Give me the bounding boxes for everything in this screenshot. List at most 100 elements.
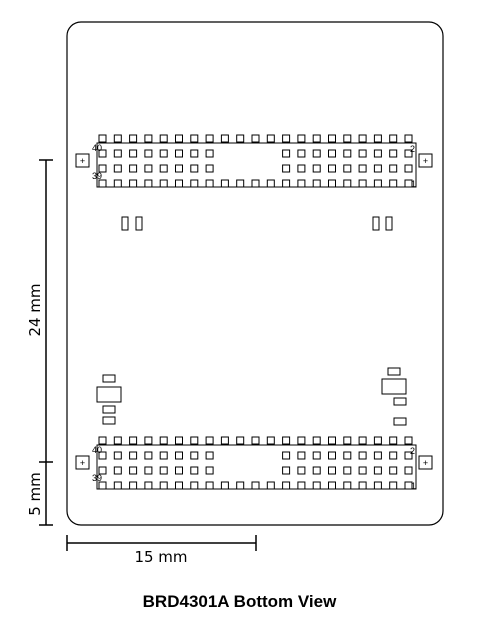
connector-pad [113, 436, 122, 445]
connector-pad [144, 179, 153, 188]
connector-pad [113, 134, 122, 143]
connector-pad [266, 179, 275, 188]
dim-24mm-label: 24 mm [26, 283, 44, 336]
connector-pad [175, 149, 183, 158]
connector-pad [282, 466, 291, 475]
pin-label-1: 1 [411, 179, 416, 189]
connector-pad [404, 179, 413, 188]
vertical-dimension [39, 159, 53, 526]
connector-pad [343, 149, 352, 158]
connector-pad [373, 179, 382, 188]
connector-pad [282, 436, 291, 445]
connector-pad [358, 134, 367, 143]
connector-pad [251, 481, 260, 490]
pin-label-2: 2 [410, 446, 415, 456]
connector-pad [297, 134, 306, 143]
connector-pad [343, 481, 352, 490]
smd-pad [135, 216, 143, 231]
connector-pad [297, 451, 306, 460]
connector-pad [373, 134, 382, 143]
connector-pad [129, 466, 138, 475]
connector-pad [328, 134, 336, 143]
connector-pad [358, 179, 367, 188]
connector-pad [312, 466, 321, 475]
board-outline [66, 21, 444, 526]
connector-pad [404, 466, 413, 475]
connector-pad [220, 481, 229, 490]
mount-hole-right [418, 455, 433, 470]
connector-pad [389, 436, 398, 445]
connector-pad [358, 149, 367, 158]
connector-pad [404, 134, 413, 143]
connector-pad [98, 164, 107, 173]
connector-pad [220, 436, 229, 445]
connector-pad [266, 481, 275, 490]
connector-pad [144, 451, 153, 460]
connector-pad [389, 164, 398, 173]
connector-pad [266, 436, 275, 445]
connector-pad [358, 466, 367, 475]
connector-pad [373, 436, 382, 445]
connector-pad [159, 436, 168, 445]
connector-pad [343, 436, 352, 445]
mount-hole-left [75, 153, 90, 168]
pin-label-39: 39 [92, 473, 102, 483]
connector-pad [113, 179, 122, 188]
connector-pad [312, 436, 321, 445]
connector-pad [297, 179, 306, 188]
connector-pad [205, 466, 214, 475]
connector-pad [205, 134, 214, 143]
connector-pad [190, 179, 199, 188]
connector-pad [251, 134, 260, 143]
horizontal-dimension [66, 535, 257, 551]
mount-hole-right [418, 153, 433, 168]
mount-hole-left [75, 455, 90, 470]
lower-left-components [96, 374, 122, 425]
smd-pad [385, 216, 393, 231]
connector-pad [312, 179, 321, 188]
connector-pad [205, 451, 214, 460]
connector-pad [190, 466, 199, 475]
connector-pad [236, 436, 245, 445]
smd-component [102, 374, 116, 383]
connector-pad [220, 179, 229, 188]
connector-pad [98, 179, 107, 188]
connector-pad [373, 164, 382, 173]
connector-pad [205, 179, 214, 188]
connector-pad [175, 436, 183, 445]
connector-pad [205, 481, 214, 490]
connector-pad [297, 481, 306, 490]
connector-pad [175, 134, 183, 143]
connector-pad [129, 149, 138, 158]
connector-pad [404, 481, 413, 490]
pin-label-1: 1 [411, 481, 416, 491]
connector-pad [190, 481, 199, 490]
connector-pad [144, 466, 153, 475]
connector-pad [190, 451, 199, 460]
connector-pad [312, 481, 321, 490]
connector-pad [282, 134, 291, 143]
connector-pad [328, 466, 336, 475]
connector-pad [144, 134, 153, 143]
connector-pad [190, 164, 199, 173]
connector-pad [205, 164, 214, 173]
connector-pad [343, 179, 352, 188]
mount-plus-left: + [80, 156, 85, 166]
connector-pad [144, 164, 153, 173]
dim-5mm-label: 5 mm [26, 472, 44, 516]
lower-right-components [381, 367, 407, 426]
connector-pad [389, 179, 398, 188]
connector-pad [236, 481, 245, 490]
connector-pad [159, 481, 168, 490]
connector-pad [358, 481, 367, 490]
connector-pad [129, 436, 138, 445]
connector-pad [343, 451, 352, 460]
connector-pad [113, 481, 122, 490]
connector-pad [389, 451, 398, 460]
smd-pad [121, 216, 129, 231]
mount-plus-left: + [80, 458, 85, 468]
connector-pad [144, 481, 153, 490]
connector-pad [297, 149, 306, 158]
connector-pad [312, 164, 321, 173]
connector-pad [190, 149, 199, 158]
